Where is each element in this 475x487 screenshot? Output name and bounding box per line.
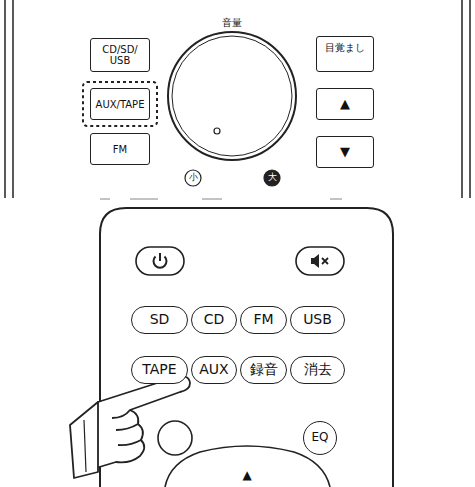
button-label: EQ <box>311 431 328 444</box>
remote-button: 消去 <box>290 356 345 384</box>
power-button <box>136 247 184 275</box>
up-button: ▲ <box>316 88 374 120</box>
navigation-ring <box>165 446 330 487</box>
min-marker <box>185 170 201 186</box>
pointing-hand <box>70 376 190 478</box>
down-button: ▼ <box>316 136 374 168</box>
alarm-button: 目覚まし <box>316 36 374 72</box>
knob-mark <box>214 128 220 134</box>
button-label: 消去 <box>304 362 332 377</box>
button-label: SD <box>150 312 170 327</box>
button-label: FM <box>253 312 273 327</box>
max-marker <box>264 170 280 186</box>
remote-button: FM <box>240 306 287 334</box>
button-label: AUX/TAPE <box>96 99 145 110</box>
round-button <box>158 421 192 455</box>
power-icon <box>154 253 167 268</box>
button-label: CD/SD/ USB <box>99 44 141 66</box>
button-label: CD <box>204 312 225 327</box>
button-label: ▼ <box>340 145 350 159</box>
remote-button: USB <box>290 306 345 334</box>
mute-icon <box>311 254 328 268</box>
button-label: ▲ <box>340 97 350 111</box>
min-label: 小 <box>189 173 198 183</box>
cut-off-text <box>100 199 342 200</box>
remote-button: SD <box>131 306 188 334</box>
remote-button: CD <box>191 306 237 334</box>
button-label: TAPE <box>142 362 176 377</box>
nav-arrow: ▲ <box>242 469 251 482</box>
volume-knob-ring <box>172 36 292 156</box>
source-button: FM <box>90 133 150 165</box>
source-button: CD/SD/ USB <box>90 38 150 72</box>
button-label: 目覚まし <box>325 42 365 53</box>
max-label: 大 <box>268 173 277 183</box>
button-label: 録音 <box>250 362 278 377</box>
button-label: FM <box>113 144 127 155</box>
volume-knob <box>168 32 296 160</box>
remote-button: AUX <box>191 356 237 384</box>
mute-button <box>296 247 344 275</box>
highlight-frame <box>83 82 157 126</box>
source-button: AUX/TAPE <box>90 88 150 120</box>
housing-edge <box>5 0 470 198</box>
button-label: AUX <box>199 362 228 377</box>
eq-button: EQ <box>303 421 337 455</box>
remote-button: 録音 <box>240 356 287 384</box>
remote-button: TAPE <box>131 356 188 384</box>
volume-label: 音量 <box>222 17 242 28</box>
button-label: USB <box>303 312 332 327</box>
